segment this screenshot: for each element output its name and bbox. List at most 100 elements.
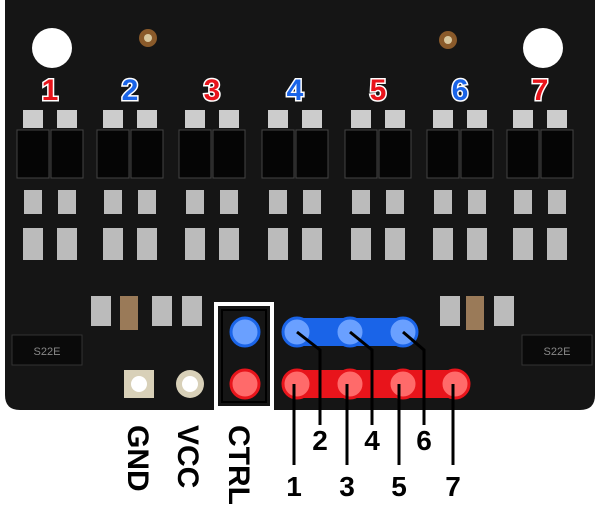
ctrl-box-inner xyxy=(221,309,267,403)
sensor-pad xyxy=(268,110,288,128)
gnd-hole xyxy=(131,376,147,392)
resistor xyxy=(467,228,487,260)
sensor-lead xyxy=(352,190,370,214)
resistor xyxy=(91,296,111,326)
ir-sensor xyxy=(130,129,164,179)
ir-sensor xyxy=(378,129,412,179)
sensor-lead xyxy=(303,190,321,214)
ir-sensor xyxy=(540,129,574,179)
sensor-pad xyxy=(513,110,533,128)
pin-even xyxy=(229,316,261,348)
sensor-pad xyxy=(433,110,453,128)
leader-pin-6 xyxy=(402,330,426,425)
sensor-lead xyxy=(434,190,452,214)
sensor-number-4: 4 xyxy=(287,74,304,107)
ir-sensor xyxy=(212,129,246,179)
sensor-pad xyxy=(302,110,322,128)
pcb-board xyxy=(5,0,595,410)
resistor xyxy=(494,296,514,326)
ir-sensor xyxy=(96,129,130,179)
sensor-number-5: 5 xyxy=(370,74,387,107)
ctrl-box xyxy=(214,302,274,410)
resistor xyxy=(219,228,239,260)
regulator-right xyxy=(521,334,593,366)
ir-sensor xyxy=(506,129,540,179)
ir-sensor xyxy=(295,129,329,179)
resistor xyxy=(547,228,567,260)
resistor xyxy=(57,228,77,260)
sensor-pad xyxy=(185,110,205,128)
sensor-lead xyxy=(269,190,287,214)
mounting-hole-right xyxy=(523,28,563,68)
resistor xyxy=(185,228,205,260)
resistor xyxy=(302,228,322,260)
regulator-left xyxy=(11,334,83,366)
ctrl-label: CTRL xyxy=(222,425,255,505)
ir-sensor xyxy=(50,129,84,179)
ir-sensor xyxy=(16,129,50,179)
regulator-marking-left: S22E xyxy=(34,346,61,358)
vcc-label: VCC xyxy=(171,425,204,488)
sensor-pad xyxy=(103,110,123,128)
regulator-marking-right: S22E xyxy=(544,346,571,358)
pin-label-3: 3 xyxy=(339,471,355,502)
sensor-pad xyxy=(137,110,157,128)
pin-label-5: 5 xyxy=(391,471,407,502)
sensor-pad xyxy=(219,110,239,128)
resistor xyxy=(182,296,202,326)
resistor xyxy=(433,228,453,260)
pin-label-4: 4 xyxy=(364,425,380,456)
sensor-pad xyxy=(351,110,371,128)
via-right-center xyxy=(444,36,452,44)
leader-pin-4 xyxy=(349,330,374,425)
pin-label-1: 1 xyxy=(286,471,302,502)
resistor xyxy=(137,228,157,260)
resistor xyxy=(103,228,123,260)
mounting-hole-left xyxy=(32,28,72,68)
sensor-number-6: 6 xyxy=(452,74,469,107)
ir-sensor xyxy=(344,129,378,179)
sensor-lead xyxy=(548,190,566,214)
resistor xyxy=(152,296,172,326)
sensor-lead xyxy=(514,190,532,214)
sensor-lead xyxy=(386,190,404,214)
sensor-number-3: 3 xyxy=(204,74,221,107)
ir-sensor xyxy=(460,129,494,179)
pin-odd xyxy=(439,368,471,400)
sensor-pad xyxy=(23,110,43,128)
resistor xyxy=(351,228,371,260)
pin-label-7: 7 xyxy=(445,471,461,502)
sensor-lead xyxy=(220,190,238,214)
pin-odd xyxy=(387,368,419,400)
sensor-lead xyxy=(468,190,486,214)
ir-sensor xyxy=(261,129,295,179)
ir-sensor xyxy=(178,129,212,179)
sensor-lead xyxy=(58,190,76,214)
sensor-number-2: 2 xyxy=(122,74,139,107)
sensor-pad xyxy=(467,110,487,128)
pin-label-2: 2 xyxy=(312,425,328,456)
resistor xyxy=(23,228,43,260)
pin-odd xyxy=(281,368,313,400)
via-left-center xyxy=(144,34,152,42)
sensor-pad xyxy=(385,110,405,128)
pin-odd xyxy=(334,368,366,400)
sensor-lead xyxy=(24,190,42,214)
leader-pin-2 xyxy=(296,330,322,425)
resistor xyxy=(385,228,405,260)
sensor-number-7: 7 xyxy=(532,74,549,107)
gnd-label: GND xyxy=(121,425,154,492)
resistor xyxy=(513,228,533,260)
vcc-hole xyxy=(182,376,198,392)
sensor-lead xyxy=(138,190,156,214)
sensor-number-1: 1 xyxy=(42,74,59,107)
pin-label-6: 6 xyxy=(416,425,432,456)
sensor-pad xyxy=(57,110,77,128)
pin-odd xyxy=(229,368,261,400)
capacitor xyxy=(120,296,138,330)
ir-sensor xyxy=(426,129,460,179)
resistor xyxy=(268,228,288,260)
sensor-pad xyxy=(547,110,567,128)
